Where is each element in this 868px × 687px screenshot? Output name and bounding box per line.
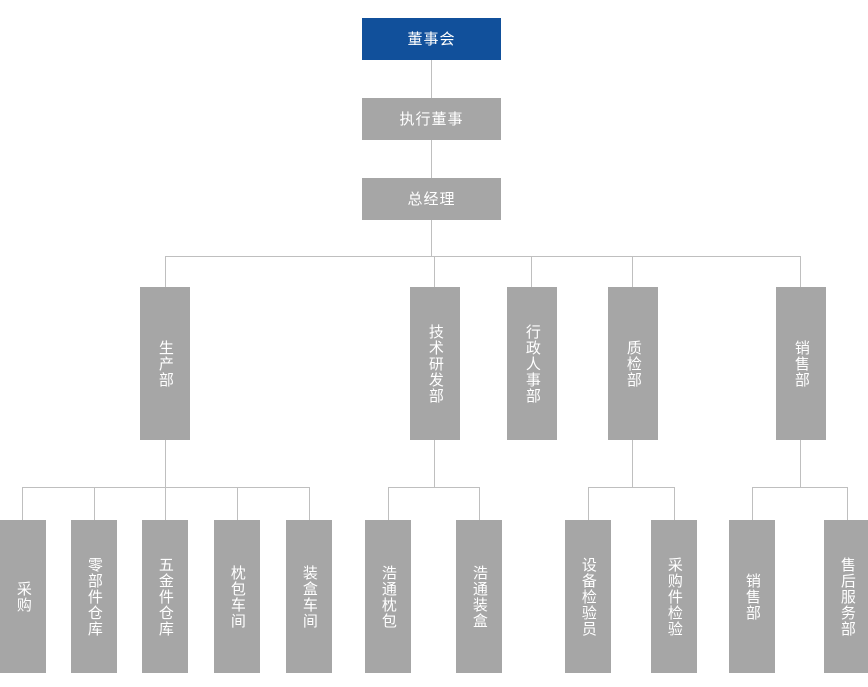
- node-purchasing-label: 采购: [14, 580, 33, 613]
- node-hardware-warehouse[interactable]: 五金件仓库: [142, 520, 188, 673]
- connector-drop-after-sales-service: [847, 487, 848, 520]
- node-equipment-inspector[interactable]: 设备检验员: [565, 520, 611, 673]
- connector-drop-qc: [632, 256, 633, 287]
- connector-drop-haotong-pillow-pack: [388, 487, 389, 520]
- node-boxing-workshop-label: 装盒车间: [300, 564, 319, 629]
- node-after-sales-service-label: 售后服务部: [838, 556, 857, 637]
- connector-board-exec: [431, 60, 432, 98]
- connector-drop-pillow-pack-workshop: [237, 487, 238, 520]
- node-admin-hr-dept[interactable]: 行政人事部: [507, 287, 557, 440]
- node-haotong-pillow-pack-label: 浩通枕包: [379, 564, 398, 629]
- node-general-manager-label: 总经理: [407, 190, 456, 208]
- connector-drop-purchasing: [22, 487, 23, 520]
- node-sales-dept[interactable]: 销售部: [776, 287, 826, 440]
- connector-drop-hardware-warehouse: [165, 487, 166, 520]
- connector-departments-bus: [165, 256, 801, 257]
- node-boxing-workshop[interactable]: 装盒车间: [286, 520, 332, 673]
- node-tech-rd-dept-label: 技术研发部: [426, 323, 445, 404]
- node-exec-director-label: 执行董事: [399, 110, 464, 128]
- connector-exec-gm: [431, 140, 432, 178]
- node-purchased-parts-inspection-label: 采购件检验: [665, 556, 684, 637]
- connector-production-units-bus: [22, 487, 310, 488]
- node-qc-dept[interactable]: 质检部: [608, 287, 658, 440]
- connector-tech-rd-units-bus: [388, 487, 480, 488]
- node-sales-unit-label: 销售部: [743, 572, 762, 621]
- node-qc-dept-label: 质检部: [624, 339, 643, 388]
- connector-tech-rd-drop: [434, 440, 435, 487]
- node-equipment-inspector-label: 设备检验员: [579, 556, 598, 637]
- connector-qc-units-bus: [588, 487, 674, 488]
- connector-sales-units-bus: [752, 487, 847, 488]
- node-admin-hr-dept-label: 行政人事部: [523, 323, 542, 404]
- connector-drop-tech-rd: [434, 256, 435, 287]
- connector-drop-admin-hr: [531, 256, 532, 287]
- connector-drop-sales-unit: [752, 487, 753, 520]
- node-board-label: 董事会: [407, 30, 456, 48]
- node-haotong-boxing-label: 浩通装盒: [470, 564, 489, 629]
- connector-gm-drop: [431, 220, 432, 256]
- node-pillow-pack-workshop[interactable]: 枕包车间: [214, 520, 260, 673]
- node-general-manager[interactable]: 总经理: [362, 178, 501, 220]
- node-production-dept-label: 生产部: [156, 339, 175, 388]
- node-purchasing[interactable]: 采购: [0, 520, 46, 673]
- connector-qc-drop: [632, 440, 633, 487]
- node-exec-director[interactable]: 执行董事: [362, 98, 501, 140]
- node-haotong-pillow-pack[interactable]: 浩通枕包: [365, 520, 411, 673]
- node-tech-rd-dept[interactable]: 技术研发部: [410, 287, 460, 440]
- node-parts-warehouse-label: 零部件仓库: [85, 556, 104, 637]
- node-parts-warehouse[interactable]: 零部件仓库: [71, 520, 117, 673]
- connector-production-drop: [165, 440, 166, 487]
- connector-drop-purchased-parts-inspection: [674, 487, 675, 520]
- node-pillow-pack-workshop-label: 枕包车间: [228, 564, 247, 629]
- connector-drop-equipment-inspector: [588, 487, 589, 520]
- connector-drop-haotong-boxing: [479, 487, 480, 520]
- node-after-sales-service[interactable]: 售后服务部: [824, 520, 868, 673]
- node-purchased-parts-inspection[interactable]: 采购件检验: [651, 520, 697, 673]
- node-sales-dept-label: 销售部: [792, 339, 811, 388]
- node-board[interactable]: 董事会: [362, 18, 501, 60]
- connector-drop-production: [165, 256, 166, 287]
- connector-drop-boxing-workshop: [309, 487, 310, 520]
- node-hardware-warehouse-label: 五金件仓库: [156, 556, 175, 637]
- connector-sales-drop: [800, 440, 801, 487]
- node-haotong-boxing[interactable]: 浩通装盒: [456, 520, 502, 673]
- node-sales-unit[interactable]: 销售部: [729, 520, 775, 673]
- node-production-dept[interactable]: 生产部: [140, 287, 190, 440]
- connector-drop-parts-warehouse: [94, 487, 95, 520]
- connector-drop-sales: [800, 256, 801, 287]
